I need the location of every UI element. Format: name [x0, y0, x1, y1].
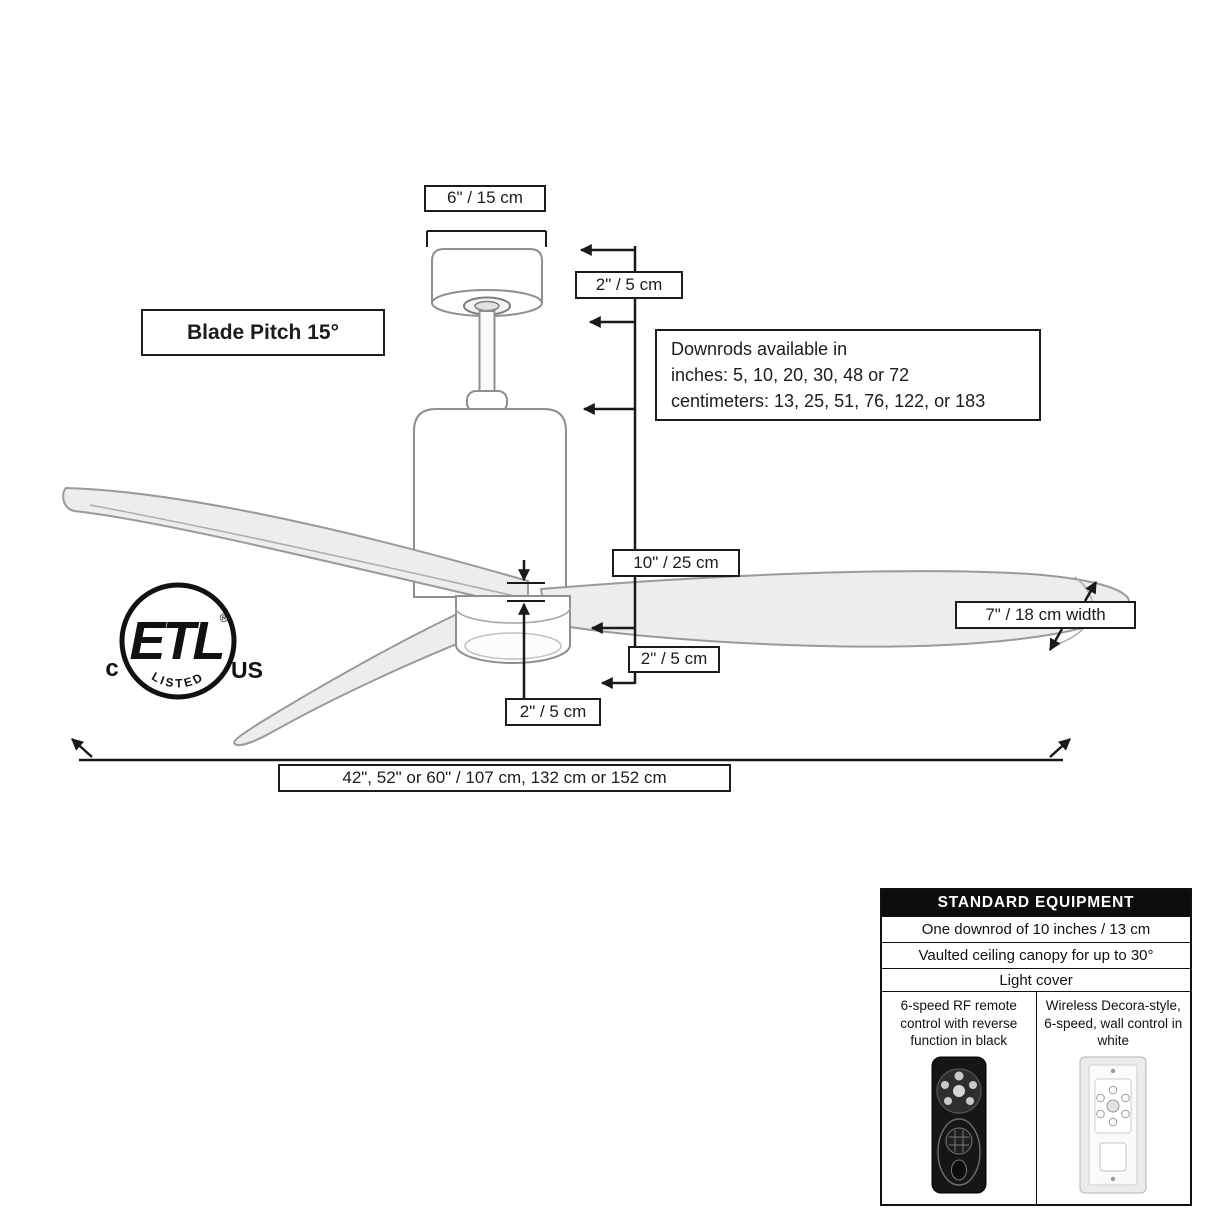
- remote-button: [954, 1071, 964, 1081]
- sweep-arrow-right: [1049, 738, 1071, 758]
- sweep-arrow-left: [71, 738, 93, 758]
- remote-caption: 6-speed RF remote control with reverse f…: [900, 998, 1018, 1049]
- remote-speaker: [945, 1127, 973, 1155]
- downrod: [478, 310, 496, 398]
- downrod-availability-note: Downrods available in inches: 5, 10, 20,…: [655, 329, 1041, 421]
- etl-logo: ETL ® LISTED c US: [105, 582, 263, 700]
- wall-control-image: [1079, 1056, 1147, 1194]
- standard-equipment-table: STANDARD EQUIPMENT One downrod of 10 inc…: [880, 888, 1192, 1206]
- wall-button: [1121, 1109, 1131, 1118]
- blade-thickness-label: 2" / 5 cm: [505, 698, 601, 726]
- remote-button: [968, 1080, 977, 1089]
- blade-width-arrow-top: [1083, 580, 1098, 602]
- canopy: [431, 248, 543, 303]
- wall-button: [1108, 1117, 1118, 1126]
- blade-left: [62, 487, 529, 609]
- remote-lower-button: [950, 1159, 967, 1181]
- motor-housing: [413, 408, 567, 598]
- wall-button: [1096, 1093, 1106, 1102]
- remote-image: [931, 1056, 987, 1194]
- fan-body: [62, 248, 1131, 746]
- table-row-canopy: Vaulted ceiling canopy for up to 30°: [882, 942, 1190, 968]
- wall-control-cell: Wireless Decora-style, 6-speed, wall con…: [1037, 992, 1191, 1204]
- blade-width-arrow-bottom: [1048, 628, 1064, 652]
- blade-width-label: 7" / 18 cm width: [955, 601, 1136, 629]
- remote-button: [943, 1096, 952, 1105]
- wall-screw: [1111, 1068, 1116, 1073]
- remote-button-center: [952, 1084, 965, 1097]
- etl-registered-text: ®: [220, 611, 229, 625]
- motor-height-label: 10" / 25 cm: [612, 549, 740, 577]
- etl-c-text: c: [105, 655, 118, 682]
- table-columns: 6-speed RF remote control with reverse f…: [882, 991, 1190, 1204]
- table-row-light-cover: Light cover: [882, 968, 1190, 991]
- light-lens: [464, 632, 562, 660]
- sweep-label: 42", 52" or 60" / 107 cm, 132 cm or 152 …: [278, 764, 731, 792]
- wall-lower-button: [1099, 1142, 1127, 1172]
- blade-left-edge-line: [89, 504, 525, 599]
- blade-bottom: [233, 607, 516, 746]
- wall-button: [1096, 1109, 1106, 1118]
- canopy-width-bracket: [426, 230, 547, 247]
- etl-text: ETL: [130, 611, 223, 671]
- etl-circle: [119, 582, 237, 700]
- wall-button-center: [1106, 1099, 1120, 1113]
- remote-cell: 6-speed RF remote control with reverse f…: [882, 992, 1037, 1204]
- canopy-height-label: 2" / 5 cm: [575, 271, 683, 299]
- canopy-hub-inner: [474, 300, 500, 312]
- remote-button: [965, 1096, 974, 1105]
- wall-control-caption: Wireless Decora-style, 6-speed, wall con…: [1044, 998, 1183, 1049]
- table-row-downrod: One downrod of 10 inches / 13 cm: [882, 916, 1190, 942]
- etl-listed-text: LISTED: [149, 669, 206, 690]
- table-title: STANDARD EQUIPMENT: [882, 890, 1190, 916]
- light-kit-rim: [455, 607, 571, 624]
- blade-pitch-label: Blade Pitch 15°: [141, 309, 385, 356]
- wall-button: [1121, 1093, 1131, 1102]
- light-height-label: 2" / 5 cm: [628, 646, 720, 673]
- wall-button: [1108, 1085, 1118, 1094]
- etl-us-text: US: [231, 657, 263, 683]
- wall-screw: [1111, 1176, 1116, 1181]
- remote-button: [940, 1080, 949, 1089]
- canopy-width-label: 6" / 15 cm: [424, 185, 546, 212]
- dimension-lines: [71, 244, 1098, 762]
